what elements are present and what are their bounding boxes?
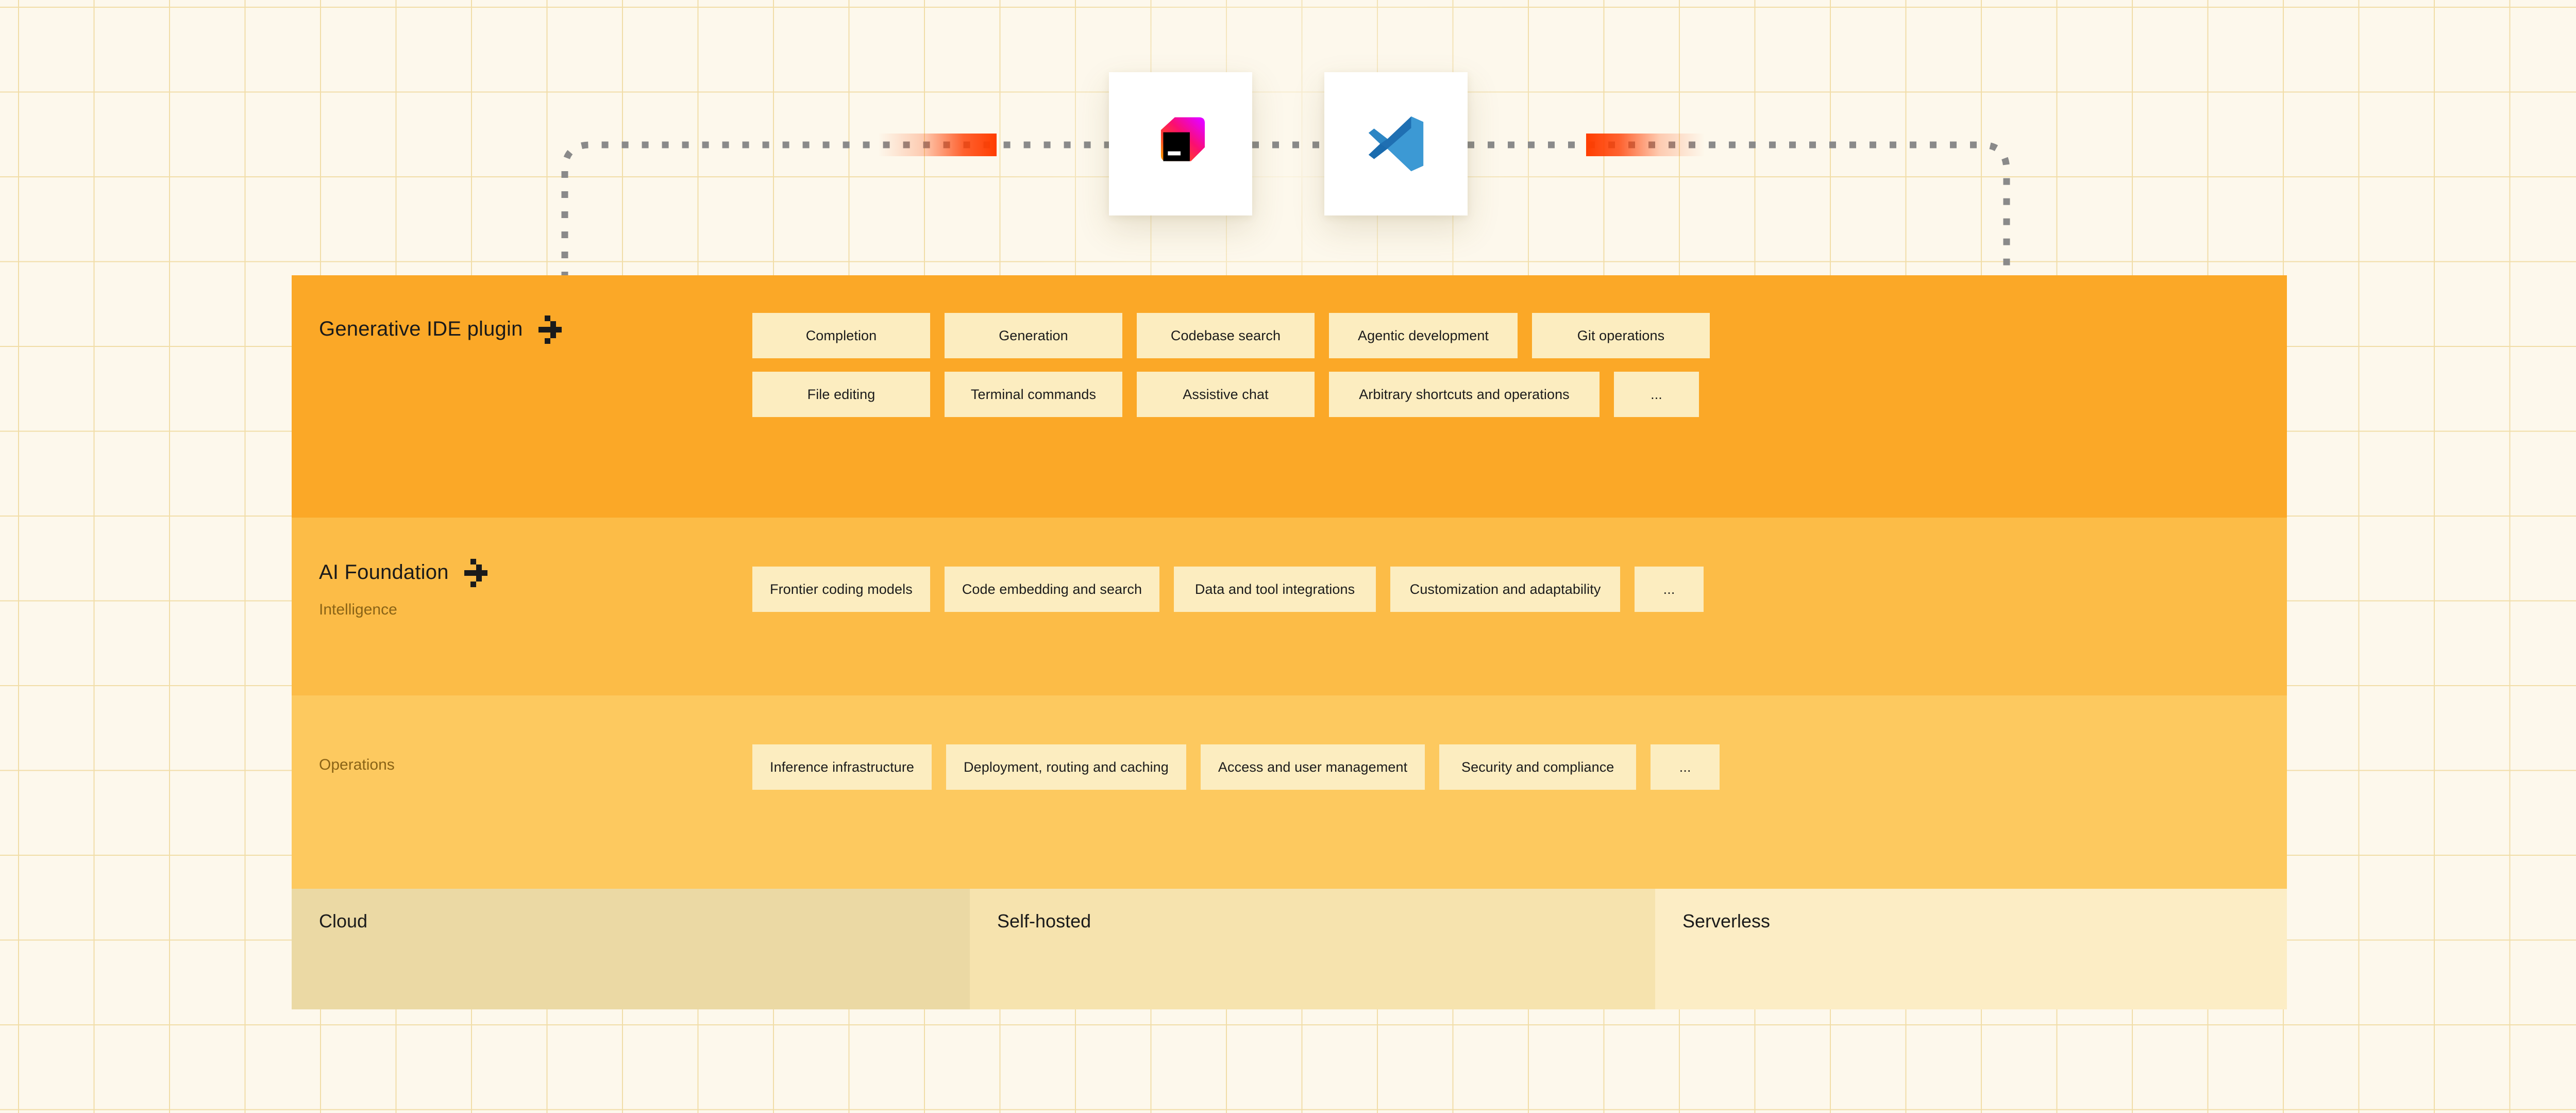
chip-assistive-chat[interactable]: Assistive chat bbox=[1137, 372, 1315, 417]
band-sublabel-operations: Operations bbox=[319, 756, 395, 773]
chip-area-intelligence: Frontier coding models Code embedding an… bbox=[752, 518, 2287, 612]
band-left-operations: Operations bbox=[292, 695, 752, 774]
chip-deployment-routing-and-caching[interactable]: Deployment, routing and caching bbox=[946, 744, 1186, 790]
chip-row: Inference infrastructure Deployment, rou… bbox=[752, 744, 2287, 790]
chip-row: Completion Generation Codebase search Ag… bbox=[752, 313, 2287, 358]
capability-stack: Generative IDE plugin Completion Generat… bbox=[292, 275, 2287, 1009]
deployment-cell-serverless[interactable]: Serverless bbox=[1655, 889, 2287, 1009]
band-sublabel-intelligence: Intelligence bbox=[319, 601, 397, 618]
chip-data-and-tool-integrations[interactable]: Data and tool integrations bbox=[1174, 567, 1376, 612]
band-ai-foundation-operations: Operations Inference infrastructure Depl… bbox=[292, 695, 2287, 889]
deployment-label-cloud: Cloud bbox=[319, 910, 368, 932]
chip-terminal-commands[interactable]: Terminal commands bbox=[945, 372, 1122, 417]
chip-area-generative-ide-plugin: Completion Generation Codebase search Ag… bbox=[752, 275, 2287, 417]
chip-git-operations[interactable]: Git operations bbox=[1532, 313, 1710, 358]
chip-more-operations[interactable]: ... bbox=[1651, 744, 1720, 790]
chip-row: Frontier coding models Code embedding an… bbox=[752, 567, 2287, 612]
data-flow-pulse-right bbox=[1586, 134, 1705, 156]
band-left-generative-ide-plugin: Generative IDE plugin bbox=[292, 275, 752, 344]
chip-area-operations: Inference infrastructure Deployment, rou… bbox=[752, 695, 2287, 790]
band-title-label: AI Foundation bbox=[319, 561, 449, 584]
vscode-logo-tile[interactable] bbox=[1324, 72, 1468, 215]
chip-access-and-user-management[interactable]: Access and user management bbox=[1200, 744, 1425, 790]
band-left-ai-foundation: AI Foundation Intelligence bbox=[292, 518, 752, 619]
band-generative-ide-plugin: Generative IDE plugin Completion Generat… bbox=[292, 275, 2287, 518]
deployment-label-self-hosted: Self-hosted bbox=[997, 910, 1091, 932]
band-title-label: Generative IDE plugin bbox=[319, 318, 523, 340]
chip-codebase-search[interactable]: Codebase search bbox=[1137, 313, 1315, 358]
deployment-cell-self-hosted[interactable]: Self-hosted bbox=[970, 889, 1655, 1009]
band-ai-foundation-intelligence: AI Foundation Intelligence Frontier codi… bbox=[292, 518, 2287, 695]
jetbrains-logo-tile[interactable] bbox=[1109, 72, 1252, 215]
deployment-cell-cloud[interactable]: Cloud bbox=[292, 889, 970, 1009]
chip-completion[interactable]: Completion bbox=[752, 313, 930, 358]
chip-more-intelligence[interactable]: ... bbox=[1635, 567, 1704, 612]
deployment-label-serverless: Serverless bbox=[1682, 910, 1771, 932]
chip-file-editing[interactable]: File editing bbox=[752, 372, 930, 417]
chip-inference-infrastructure[interactable]: Inference infrastructure bbox=[752, 744, 932, 790]
band-title-ai-foundation: AI Foundation bbox=[319, 558, 752, 587]
chip-customization-and-adaptability[interactable]: Customization and adaptability bbox=[1390, 567, 1621, 612]
arrow-right-icon bbox=[464, 558, 493, 587]
jetbrains-logo-icon bbox=[1160, 117, 1205, 161]
data-flow-pulse-left bbox=[878, 134, 997, 156]
chip-more-plugin[interactable]: ... bbox=[1614, 372, 1699, 417]
deployment-bar: Cloud Self-hosted Serverless bbox=[292, 889, 2287, 1009]
chip-arbitrary-shortcuts-and-operations[interactable]: Arbitrary shortcuts and operations bbox=[1329, 372, 1600, 417]
chip-frontier-coding-models[interactable]: Frontier coding models bbox=[752, 567, 930, 612]
chip-row: File editing Terminal commands Assistive… bbox=[752, 372, 2287, 417]
arrow-right-icon bbox=[538, 315, 567, 344]
vscode-logo-icon bbox=[1368, 116, 1424, 172]
chip-generation[interactable]: Generation bbox=[945, 313, 1122, 358]
chip-code-embedding-and-search[interactable]: Code embedding and search bbox=[944, 567, 1160, 612]
chip-security-and-compliance[interactable]: Security and compliance bbox=[1439, 744, 1637, 790]
band-title-generative-ide-plugin: Generative IDE plugin bbox=[319, 315, 752, 344]
chip-agentic-development[interactable]: Agentic development bbox=[1329, 313, 1518, 358]
